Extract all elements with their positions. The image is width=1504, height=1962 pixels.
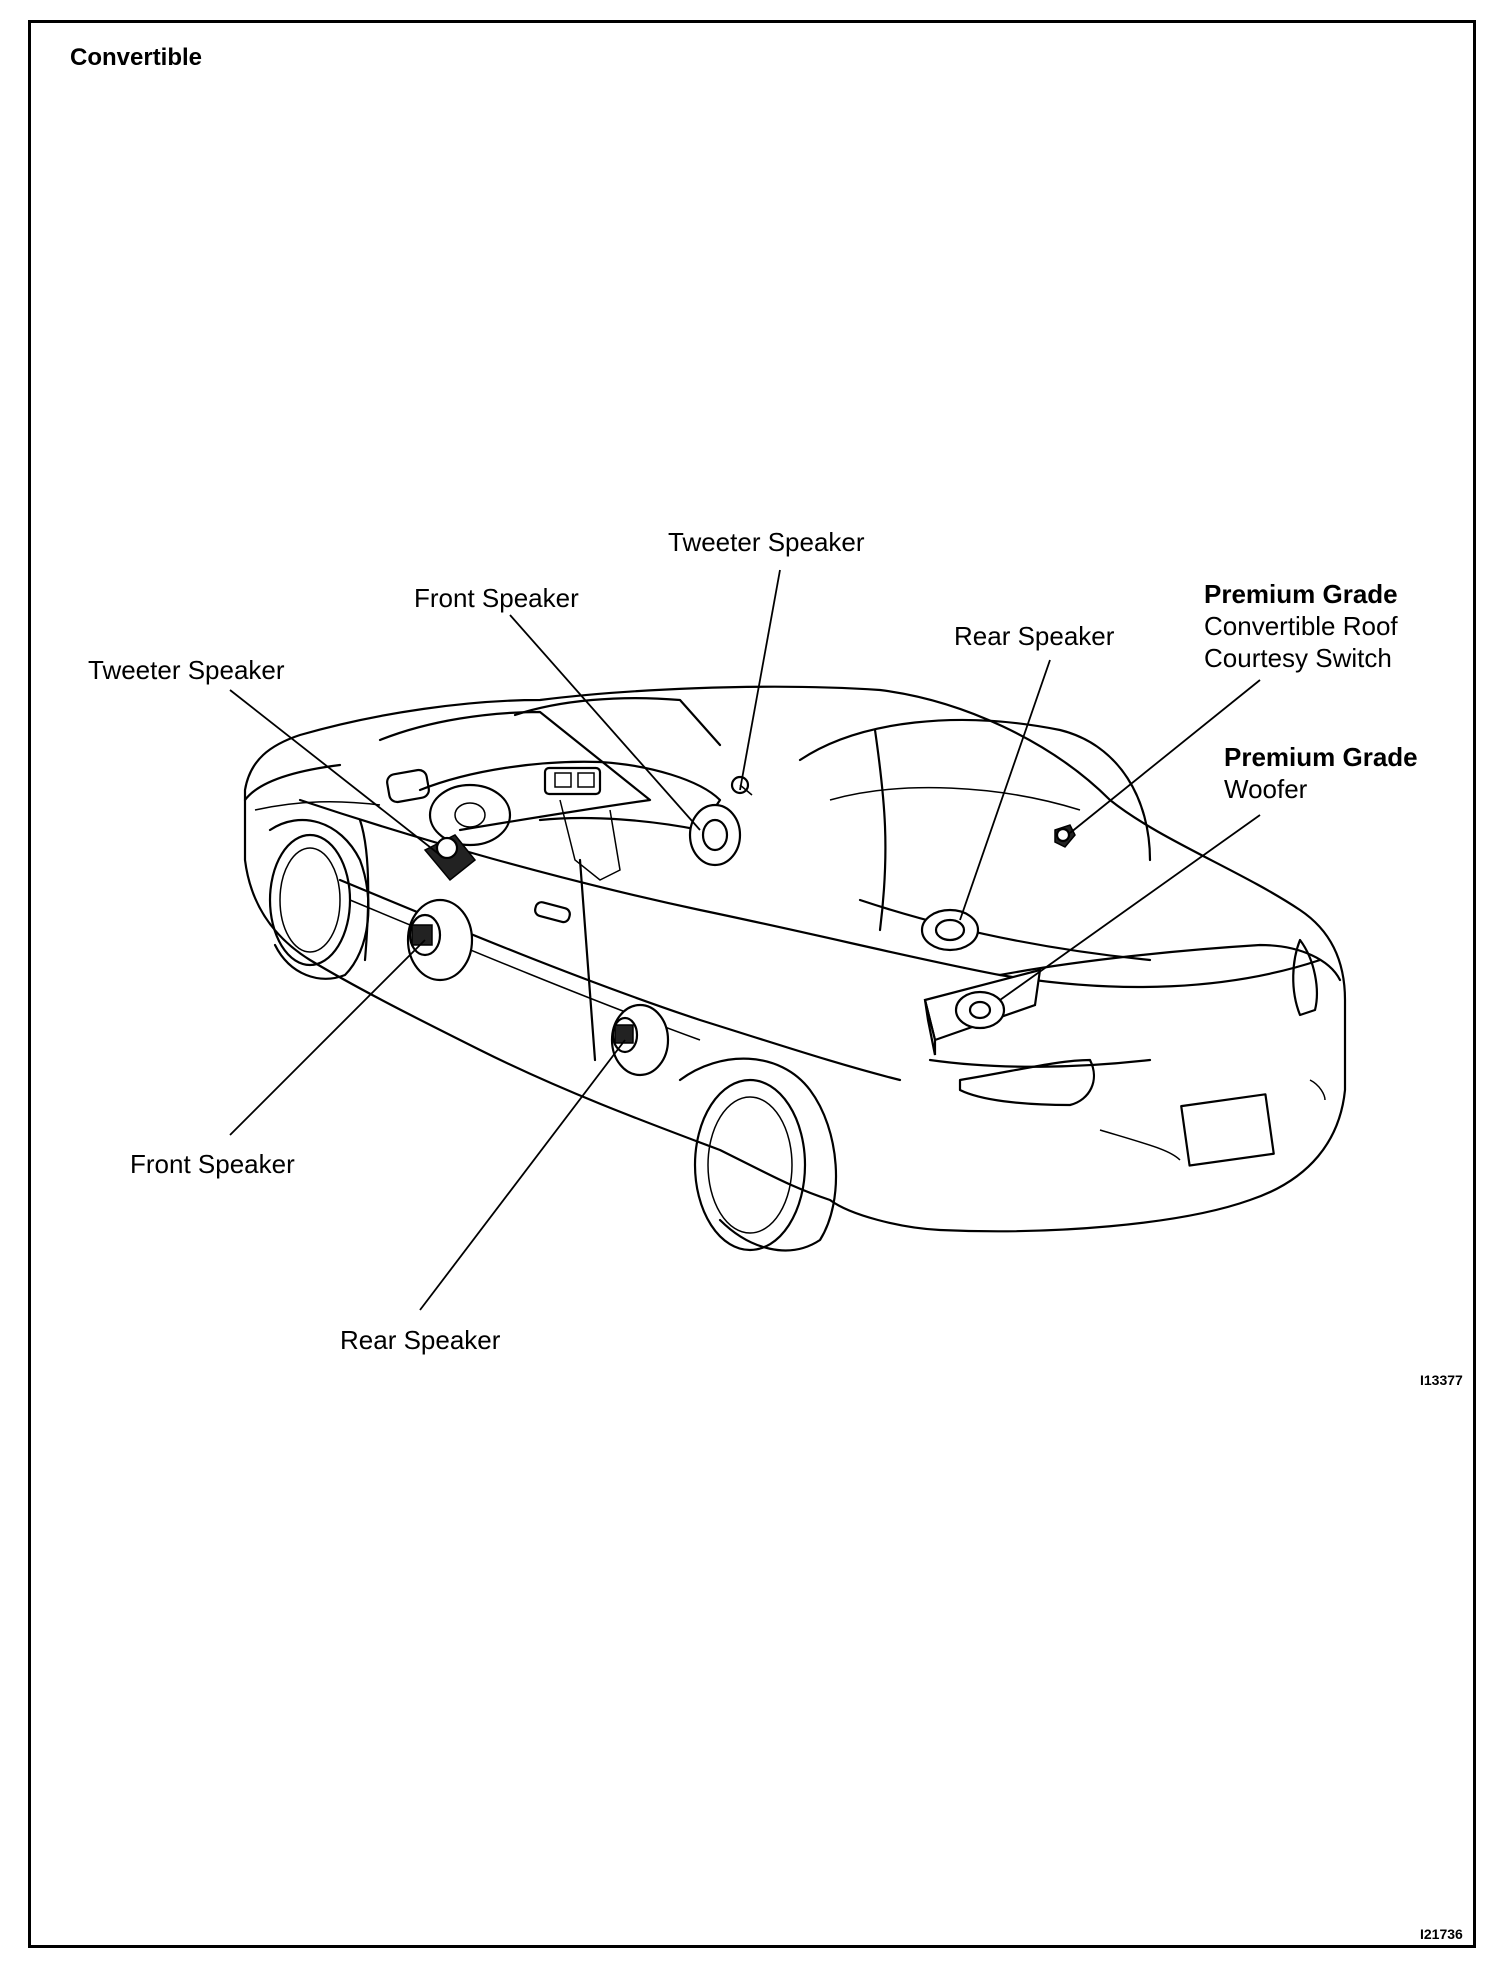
courtesy-switch bbox=[1054, 824, 1076, 848]
label-rear-speaker-bottom: Rear Speaker bbox=[340, 1325, 501, 1355]
premium-roof-grade: Premium Grade bbox=[1204, 579, 1398, 609]
label-front-speaker-bottom: Front Speaker bbox=[130, 1149, 295, 1179]
page-title: Convertible bbox=[70, 44, 203, 71]
label-tweeter-speaker-left: Tweeter Speaker bbox=[88, 655, 285, 685]
label-premium-roof-switch: Premium Grade Convertible Roof Courtesy … bbox=[1204, 578, 1398, 674]
woofer-box bbox=[923, 968, 1042, 1056]
front-speaker-left-door bbox=[406, 898, 474, 982]
label-tweeter-speaker-top: Tweeter Speaker bbox=[668, 527, 865, 557]
page-frame bbox=[28, 20, 1476, 1948]
front-tweeter-left bbox=[423, 834, 477, 882]
premium-roof-line2: Courtesy Switch bbox=[1204, 643, 1392, 673]
premium-woofer-grade: Premium Grade bbox=[1224, 742, 1418, 772]
figure-code-inner: I13377 bbox=[1420, 1372, 1463, 1388]
leader-lines bbox=[229, 569, 1261, 1311]
label-front-speaker-top: Front Speaker bbox=[414, 583, 579, 613]
rear-speaker-side bbox=[610, 1003, 670, 1077]
front-speaker-right bbox=[688, 803, 742, 867]
label-rear-speaker-top: Rear Speaker bbox=[954, 621, 1115, 651]
car-body bbox=[243, 685, 1347, 1252]
premium-woofer-name: Woofer bbox=[1224, 774, 1308, 804]
figure-code-outer: I21736 bbox=[1420, 1926, 1463, 1942]
label-premium-woofer: Premium Grade Woofer bbox=[1224, 741, 1418, 805]
rear-speaker-deck bbox=[920, 908, 980, 952]
premium-roof-line1: Convertible Roof bbox=[1204, 611, 1398, 641]
